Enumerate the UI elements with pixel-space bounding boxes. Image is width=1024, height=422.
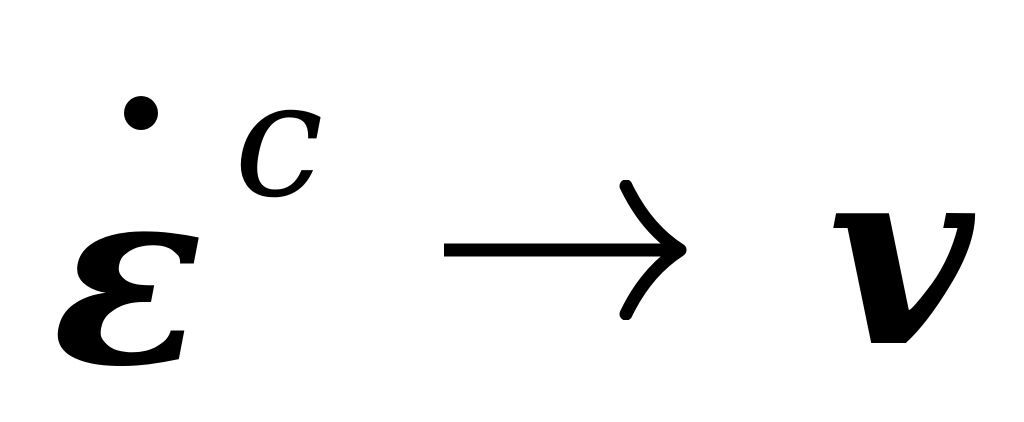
creep-superscript: c (234, 46, 324, 233)
strain-rate-symbol: ε (52, 128, 204, 422)
time-derivative-dot (124, 96, 158, 130)
velocity-symbol: v (828, 108, 974, 402)
right-arrow-icon (444, 180, 687, 320)
